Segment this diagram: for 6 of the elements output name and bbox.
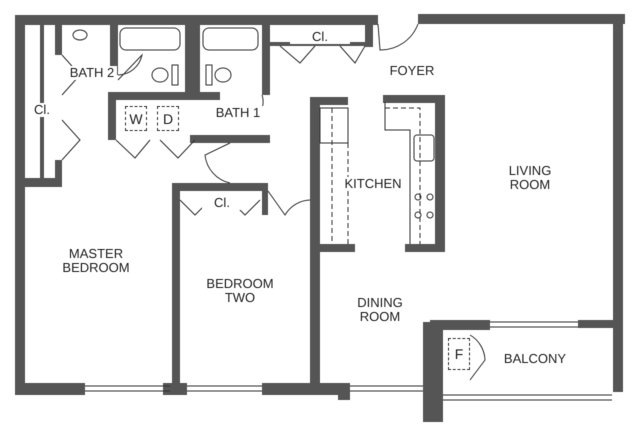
room-label: Cl. (290, 30, 350, 44)
appliance-box: D (157, 106, 179, 131)
appliance-box: F (448, 338, 470, 370)
room-label: Cl. (202, 196, 242, 210)
room-label: Cl. (32, 103, 52, 117)
appliance-box: W (125, 106, 147, 131)
